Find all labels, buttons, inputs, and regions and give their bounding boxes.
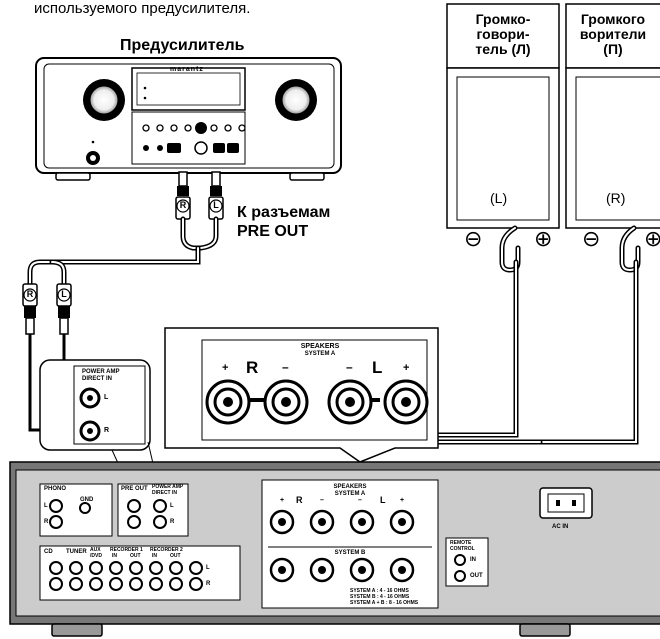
rear-remote: REMOTE CONTROL bbox=[450, 540, 475, 552]
speakers-inset-title: SPEAKERS bbox=[300, 343, 340, 350]
preout-label-line1: К разъемам bbox=[237, 204, 331, 221]
rear-system-a: SYSTEM A bbox=[334, 491, 366, 497]
cable-plug-r: R bbox=[26, 289, 34, 299]
preamp-brand: marantz bbox=[170, 66, 204, 73]
speaker-left-title-line2: говори- bbox=[476, 26, 530, 42]
speaker-right-title-line3: (П) bbox=[603, 41, 623, 57]
rear-input-r: R bbox=[206, 581, 211, 587]
rear-spec-ab: SYSTEM A + B : 8 - 16 OHMS bbox=[350, 600, 419, 606]
rear-speakers-title: SPEAKERS bbox=[333, 484, 367, 490]
rear-plus-1: + bbox=[280, 497, 285, 504]
rear-aux-line1: AUX bbox=[90, 547, 101, 553]
rear-r: R bbox=[296, 495, 303, 505]
preout-label-line2: PRE OUT bbox=[237, 223, 309, 240]
speakers-inset bbox=[164, 327, 439, 463]
power-amp-in-title-line2: DIRECT IN bbox=[82, 376, 112, 382]
amplifier-rear-panel bbox=[9, 461, 660, 637]
speaker-right-minus-icon: ⊖ bbox=[582, 226, 601, 251]
power-amp-in-title-line1: POWER AMP bbox=[82, 369, 120, 375]
rear-l: L bbox=[380, 495, 386, 505]
speaker-left-plus-icon: ⊕ bbox=[534, 226, 553, 251]
speaker-left-title-line3: тель (Л) bbox=[475, 41, 531, 57]
preamp-title: Предусилитель bbox=[120, 37, 245, 54]
rear-input-l: L bbox=[206, 565, 210, 571]
rear-gnd: GND bbox=[80, 497, 94, 503]
speaker-left-title: Громко- говори- тель (Л) bbox=[447, 12, 559, 57]
interconnect-cable bbox=[27, 216, 219, 287]
preout-jack-r: R bbox=[179, 200, 187, 210]
power-amp-in-title: POWER AMP DIRECT IN bbox=[82, 369, 119, 383]
speakers-inset-plus-r: + bbox=[222, 362, 229, 374]
speaker-right-title-line1: Громкого bbox=[580, 12, 646, 27]
speakers-inset-r: R bbox=[246, 358, 259, 377]
rear-aux-line2: /DVD bbox=[90, 553, 102, 559]
rear-spec-a: SYSTEM A : 4 - 16 OHMS bbox=[350, 588, 409, 594]
rear-spec-b: SYSTEM B : 4 - 16 OHMS bbox=[350, 594, 410, 600]
power-amp-in-r: R bbox=[104, 427, 110, 434]
rear-ac-in: AC IN bbox=[552, 524, 569, 530]
rear-power-amp-in-line2: DIRECT IN bbox=[152, 490, 177, 496]
rear-remote-line1: REMOTE bbox=[450, 540, 472, 546]
rear-rec2-out: OUT bbox=[170, 553, 181, 559]
rear-pa-r: R bbox=[170, 519, 175, 525]
rear-plus-2: + bbox=[400, 497, 405, 504]
rear-phono-r: R bbox=[44, 519, 49, 525]
rear-remote-in: IN bbox=[470, 557, 476, 563]
power-amp-rca-plugs bbox=[22, 283, 72, 335]
rear-aux: AUX /DVD bbox=[90, 547, 102, 559]
rear-minus-1: – bbox=[320, 497, 324, 504]
rear-pre-out: PRE OUT bbox=[121, 486, 148, 492]
rear-rec1-out: OUT bbox=[130, 553, 141, 559]
rear-minus-2: – bbox=[358, 497, 362, 504]
power-amp-in-l: L bbox=[104, 394, 109, 401]
rear-rec1: RECORDER 1 bbox=[110, 547, 143, 553]
preamp-unit bbox=[35, 57, 342, 181]
rear-cd: CD bbox=[44, 549, 53, 555]
rear-power-amp-in-line1: POWER AMP bbox=[152, 484, 184, 490]
speaker-right-plus-icon: ⊕ bbox=[644, 226, 660, 251]
rear-remote-out: OUT bbox=[470, 573, 483, 579]
rear-tuner: TUNER bbox=[66, 549, 87, 555]
speakers-inset-l: L bbox=[372, 358, 383, 377]
speaker-left-minus-icon: ⊖ bbox=[464, 226, 483, 251]
rear-remote-line2: CONTROL bbox=[450, 546, 475, 552]
preout-jack-l: L bbox=[213, 200, 219, 210]
cable-plug-l: L bbox=[61, 289, 67, 299]
speaker-right-title: Громкого ворители (П) bbox=[566, 12, 660, 57]
rear-rec1-in: IN bbox=[112, 553, 117, 559]
intro-text: используемого предусилителя. bbox=[34, 0, 251, 17]
rear-rec2-in: IN bbox=[152, 553, 157, 559]
speaker-right-unit bbox=[565, 3, 660, 229]
rear-rec2: RECORDER 2 bbox=[150, 547, 183, 553]
speakers-inset-plus-l: + bbox=[403, 362, 410, 374]
power-amp-in-inset bbox=[39, 359, 159, 486]
rear-phono: PHONO bbox=[44, 486, 67, 492]
speaker-left-title-line1: Громко- bbox=[475, 11, 531, 27]
speakers-inset-minus-r: – bbox=[282, 360, 289, 374]
speaker-right-channel: (R) bbox=[606, 190, 626, 206]
rear-power-amp-in: POWER AMP DIRECT IN bbox=[152, 484, 183, 496]
rear-system-b: SYSTEM B bbox=[334, 550, 366, 556]
speakers-inset-subtitle: SYSTEM A bbox=[304, 351, 336, 357]
rear-phono-l: L bbox=[44, 503, 48, 509]
rear-pa-l: L bbox=[170, 503, 174, 509]
speaker-left-unit bbox=[446, 3, 560, 229]
speakers-inset-minus-l: – bbox=[346, 360, 353, 374]
speaker-right-title-line2: ворители bbox=[579, 26, 647, 42]
preout-rca-plugs bbox=[175, 171, 224, 220]
speaker-left-channel: (L) bbox=[490, 190, 508, 206]
preout-label: К разъемам PRE OUT bbox=[237, 203, 330, 241]
